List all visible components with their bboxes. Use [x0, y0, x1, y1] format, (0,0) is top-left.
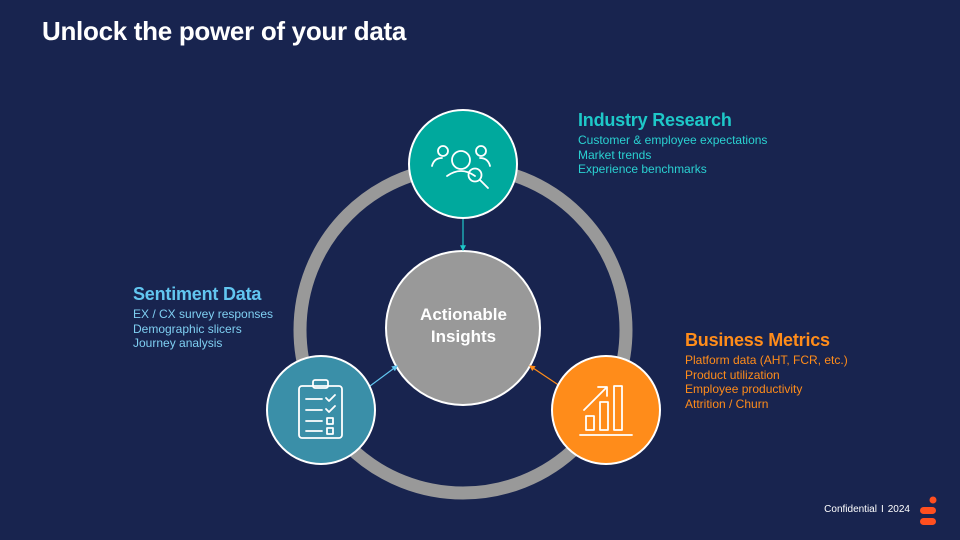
confidential-label: Confidential [824, 504, 877, 515]
sentiment-arrow [369, 365, 398, 387]
center-line-1: Actionable [420, 305, 507, 324]
brand-logo-icon [920, 496, 937, 525]
research-item: Customer & employee expectations [578, 133, 768, 147]
sentiment-item: EX / CX survey responses [133, 307, 274, 321]
metrics-node [551, 355, 661, 465]
business-metrics-heading: Business Metrics [685, 330, 830, 350]
sentiment-data-heading: Sentiment Data [133, 284, 262, 304]
bar-chart-growth-icon [579, 385, 633, 436]
actionable-insights-label: Actionable Insights [386, 304, 541, 348]
metrics-arrow [529, 365, 561, 387]
sentiment-item: Demographic slicers [133, 321, 242, 336]
metrics-item: Product utilization [685, 367, 780, 382]
slide-title: Unlock the power of your data [42, 16, 407, 46]
sentiment-data-block: Sentiment Data EX / CX survey responses … [133, 284, 273, 351]
industry-research-heading: Industry Research [578, 110, 732, 130]
clipboard-checklist-icon [298, 379, 343, 439]
people-search-icon [431, 145, 491, 189]
center-line-2: Insights [430, 327, 497, 346]
business-metrics-block: Business Metrics Platform data (AHT, FCR… [685, 330, 848, 411]
research-item: Market trends [578, 147, 652, 162]
footer-separator: I [880, 504, 884, 515]
industry-research-block: Industry Research Customer & employee ex… [578, 110, 767, 177]
footer-year: 2024 [887, 504, 910, 515]
metrics-item: Platform data (AHT, FCR, etc.) [685, 353, 848, 367]
research-item: Experience benchmarks [578, 162, 707, 176]
metrics-item: Attrition / Churn [685, 396, 769, 411]
sentiment-item: Journey analysis [133, 336, 223, 350]
research-node [408, 109, 518, 219]
metrics-item: Employee productivity [685, 382, 803, 396]
